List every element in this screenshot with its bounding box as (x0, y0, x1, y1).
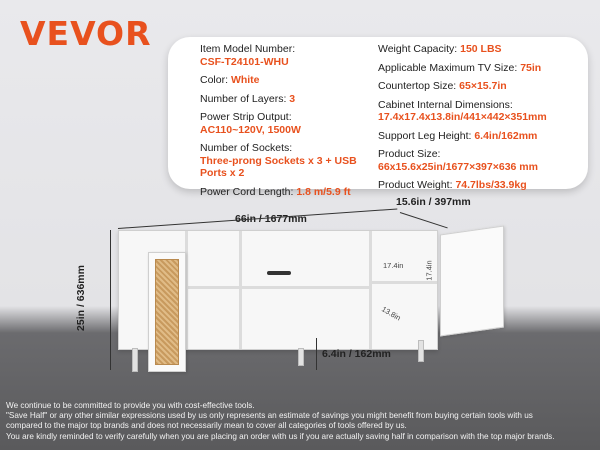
spec-value: 65×15.7in (459, 80, 507, 92)
spec-item: Power Cord Length: 1.8 m/5.9 ft (200, 186, 375, 199)
cabinet-leg (418, 340, 424, 362)
spec-value: White (230, 74, 260, 86)
spec-label: Number of Layers: (200, 92, 287, 105)
cabinet-divider (185, 231, 188, 349)
spec-label: Power Cord Length: (200, 185, 294, 198)
spec-value: 6.4in/162mm (474, 129, 538, 142)
spec-value: 66x15.6x25in/1677×397×636 mm (378, 160, 538, 173)
product-illustration: 66in / 1677mm 15.6in / 397mm 25in / 636m… (0, 190, 600, 400)
spec-label: Color: (200, 74, 229, 86)
cable-hole (267, 271, 291, 275)
rattan-panel (155, 259, 179, 365)
right-door[interactable] (440, 225, 504, 337)
left-door[interactable] (148, 252, 186, 372)
spec-item: Countertop Size: 65×15.7in (378, 80, 583, 93)
height-dimension-label: 25in / 636mm (74, 265, 87, 331)
cabinet-divider (369, 231, 372, 349)
spec-value: AC110~120V, 1500W (200, 123, 301, 136)
inner-height-label: 17.4in (424, 260, 434, 281)
spec-item: Cabinet Internal Dimensions: 17.4x17.4x1… (378, 99, 583, 124)
disclaimer-line: You are kindly reminded to verify carefu… (6, 431, 555, 441)
spec-label: Cabinet Internal Dimensions: (378, 98, 513, 111)
height-dimension-line (110, 230, 111, 370)
disclaimer-line: "Save Half" or any other similar express… (6, 411, 533, 421)
width-dimension-line (117, 208, 398, 229)
spec-label: Power Strip Output: (200, 111, 292, 123)
inner-depth-label: 13.8in (380, 304, 403, 323)
depth-dimension-line (399, 212, 448, 229)
spec-column-right: Weight Capacity: 150 LBS Applicable Maxi… (378, 43, 583, 198)
disclaimer-line: compared to the major top brands and doe… (6, 421, 407, 431)
spec-item: Number of Sockets: Three-prong Sockets x… (200, 142, 375, 180)
cabinet-leg (132, 348, 138, 372)
spec-label: Number of Sockets: (200, 142, 293, 154)
spec-item: Weight Capacity: 150 LBS (378, 43, 583, 56)
spec-label: Support Leg Height: (378, 129, 472, 142)
spec-label: Product Weight: (378, 179, 453, 191)
leg-dimension-label: 6.4in / 162mm (322, 348, 391, 360)
spec-value: 74.7lbs/33.9kg (455, 179, 527, 191)
spec-value: 150 LBS (460, 43, 502, 55)
spec-value: 75in (520, 61, 542, 74)
inner-width-label: 17.4in (383, 261, 404, 270)
spec-item: Number of Layers: 3 (200, 93, 375, 106)
spec-card: Item Model Number: CSF-T24101-WHU Color:… (168, 37, 588, 198)
vevor-logo: VEVOR (20, 14, 152, 53)
spec-label: Product Size: (378, 148, 441, 160)
spec-label: Weight Capacity: (378, 43, 458, 55)
spec-value: CSF-T24101-WHU (200, 55, 289, 68)
cabinet-divider (239, 231, 242, 349)
cabinet-shelf (372, 281, 437, 284)
disclaimer-line: We continue to be committed to provide y… (6, 401, 255, 410)
cabinet-leg (298, 348, 304, 366)
cabinet-shelf (188, 286, 369, 289)
spec-item: Product Size: 66x15.6x25in/1677×397×636 … (378, 148, 583, 173)
leg-dimension-line (316, 338, 317, 370)
spec-label: Applicable Maximum TV Size: (378, 61, 518, 74)
spec-item: Support Leg Height: 6.4in/162mm (378, 130, 583, 143)
spec-value: Three-prong Sockets x 3 + USB Ports x 2 (200, 154, 357, 180)
spec-item: Color: White (200, 74, 375, 87)
spec-label: Countertop Size: (378, 80, 457, 92)
spec-label: Item Model Number: (200, 43, 296, 55)
spec-value: 3 (289, 92, 296, 105)
spec-value: 17.4x17.4x13.8in/441×442×351mm (378, 111, 547, 123)
spec-item: Item Model Number: CSF-T24101-WHU (200, 43, 375, 68)
disclaimer-text: We continue to be committed to provide y… (6, 401, 598, 442)
spec-item: Product Weight: 74.7lbs/33.9kg (378, 179, 583, 192)
spec-item: Applicable Maximum TV Size: 75in (378, 62, 583, 75)
spec-item: Power Strip Output: AC110~120V, 1500W (200, 111, 375, 136)
spec-value: 1.8 m/5.9 ft (296, 185, 351, 198)
spec-column-left: Item Model Number: CSF-T24101-WHU Color:… (200, 43, 375, 204)
depth-dimension-label: 15.6in / 397mm (396, 196, 471, 208)
